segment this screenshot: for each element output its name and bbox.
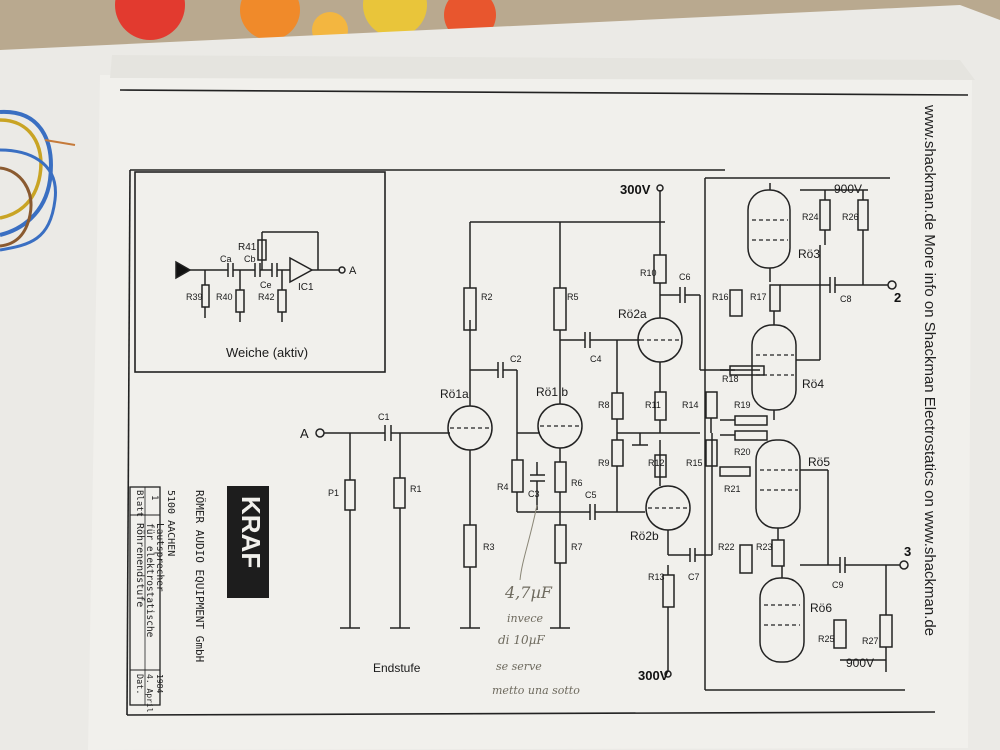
- drawing-frame: [119, 89, 969, 716]
- part-c6-label: C6: [679, 272, 691, 282]
- part-r2-label: R2: [481, 292, 493, 302]
- part-r10-label: R10: [640, 268, 657, 278]
- title-block: Blatt 1 Röhrenendstufe für elektrostatis…: [129, 486, 269, 713]
- part-c5-label: C5: [585, 490, 597, 500]
- inset-cb-label: Cb: [244, 254, 256, 264]
- part-r4-label: R4: [497, 482, 509, 492]
- inset-crossover: R41 R39 R40 R42 Ca Cb Ce IC1 A Weiche (a…: [134, 171, 386, 373]
- title-date-2: 1984: [155, 674, 164, 693]
- title-description-2: für elektrostatische: [144, 523, 155, 638]
- handwritten-notes: 4,7µF invece di 10µF se serve metto una …: [492, 504, 580, 697]
- part-p1-label: P1: [328, 488, 339, 498]
- part-r6-label: R6: [571, 478, 583, 488]
- supply-900-bottom-label: 900V: [846, 656, 874, 670]
- title-date-label: Dat.: [134, 674, 144, 694]
- inset-ca-label: Ca: [220, 254, 232, 264]
- title-city: 5100 AACHEN: [165, 490, 176, 556]
- tube-ro3-label: Rö3: [798, 247, 820, 261]
- part-r22-label: R22: [718, 542, 735, 552]
- part-c8-label: C8: [840, 294, 852, 304]
- inset-r41-label: R41: [238, 242, 257, 253]
- tube-grids: [450, 219, 800, 626]
- watermark-text: www.shackman.de More info on Shackman El…: [921, 104, 938, 636]
- part-r27-label: R27: [862, 636, 879, 646]
- supply-top-label: 300V: [620, 182, 651, 197]
- tube-ro6-label: Rö6: [810, 601, 832, 615]
- part-c1-label: C1: [378, 412, 390, 422]
- part-r9-label: R9: [598, 458, 610, 468]
- part-r8-label: R8: [598, 400, 610, 410]
- part-c7-label: C7: [688, 572, 700, 582]
- tube-ro1b-label: Rö1 b: [536, 385, 568, 399]
- schematic-labels: 300V 300V 900V 900V A 2 3 Endstufe Rö1a …: [300, 182, 911, 683]
- part-r15-label: R15: [686, 458, 703, 468]
- output-3-label: 3: [904, 544, 911, 559]
- title-description-1: Röhrenendstufe: [134, 523, 145, 607]
- company-logo-text: KRAF: [236, 496, 266, 568]
- supply-bottom-label: 300V: [638, 668, 669, 683]
- part-r23-label: R23: [756, 542, 773, 552]
- tube-ro2a-label: Rö2a: [618, 307, 647, 321]
- part-r11-label: R11: [645, 400, 661, 410]
- handwritten-line-4: metto una sotto: [492, 684, 580, 697]
- part-r3-label: R3: [483, 542, 495, 552]
- inset-cc-label: Ce: [260, 280, 272, 290]
- inset-r42-label: R42: [258, 292, 275, 302]
- inset-ic1-label: IC1: [298, 282, 314, 293]
- title-sheet-number: 1: [149, 495, 159, 500]
- schematic-title: Endstufe: [373, 661, 421, 675]
- part-c4-label: C4: [590, 354, 602, 364]
- part-r1-label: R1: [410, 484, 422, 494]
- handwritten-line-1: invece: [507, 612, 543, 625]
- handwritten-line-3: se serve: [496, 660, 542, 673]
- part-r18-label: R18: [722, 374, 739, 384]
- company-logo: [227, 486, 269, 598]
- part-r24-label: R24: [802, 212, 819, 222]
- part-r16-label: R16: [712, 292, 729, 302]
- input-label: A: [300, 426, 309, 441]
- part-r19-label: R19: [734, 400, 751, 410]
- inset-title: Weiche (aktiv): [226, 345, 308, 360]
- tube-ro1a-label: Rö1a: [440, 387, 469, 401]
- inset-r40-label: R40: [216, 292, 233, 302]
- part-r13-label: R13: [648, 572, 665, 582]
- main-wiring: [315, 177, 909, 691]
- part-r14-label: R14: [682, 400, 699, 410]
- tube-ro4-label: Rö4: [802, 377, 824, 391]
- part-r5-label: R5: [567, 292, 579, 302]
- part-c2-label: C2: [510, 354, 522, 364]
- supply-900-top-label: 900V: [834, 182, 862, 196]
- part-r12-label: R12: [648, 458, 665, 468]
- part-r20-label: R20: [734, 447, 751, 457]
- part-r25-label: R25: [818, 634, 835, 644]
- part-r26-label: R26: [842, 212, 859, 222]
- title-date-1: 4. April: [145, 674, 154, 713]
- title-company: RÖMER AUDIO EQUIPMENT GmbH: [193, 490, 206, 662]
- part-c9-label: C9: [832, 580, 844, 590]
- part-r7-label: R7: [571, 542, 583, 552]
- handwritten-line-2: di 10µF: [498, 633, 545, 647]
- output-2-label: 2: [894, 290, 901, 305]
- handwritten-value: 4,7µF: [504, 583, 553, 602]
- tube-ro2b-label: Rö2b: [630, 529, 659, 543]
- part-c3-label: C3: [528, 489, 540, 499]
- inset-output-label: A: [349, 265, 357, 277]
- tube-ro5-label: Rö5: [808, 455, 830, 469]
- inset-r39-label: R39: [186, 292, 203, 302]
- part-r21-label: R21: [724, 484, 741, 494]
- title-sheet-label: Blatt: [134, 490, 144, 517]
- part-r17-label: R17: [750, 292, 767, 302]
- title-description-3: Lautsprecher: [154, 523, 165, 592]
